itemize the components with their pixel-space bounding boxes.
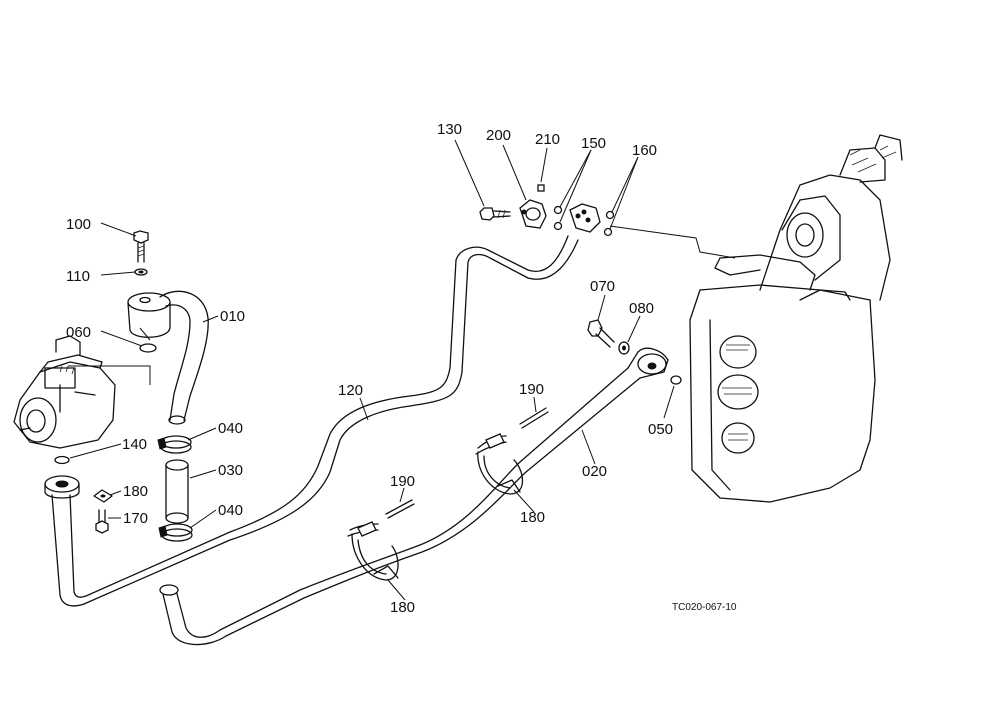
callout-labels: 100 110 060 010 040 030 040 140 180 170 … [66, 121, 737, 616]
plug-210 [537, 184, 545, 192]
bolt-070 [587, 319, 615, 348]
bolt-120 [479, 207, 511, 221]
cotter-pin-190-lower [385, 499, 415, 519]
callout-060: 060 [66, 324, 91, 341]
callout-130: 140 [122, 436, 147, 453]
callout-120: 130 [437, 121, 462, 138]
callout-050: 050 [648, 421, 673, 438]
hose-030 [165, 459, 189, 524]
callout-140: 150 [581, 135, 606, 152]
hose-clamp-040-upper [157, 435, 192, 454]
hydraulic-pump [13, 335, 116, 449]
callout-180-upper: 180 [520, 509, 545, 526]
cotter-pin-190-upper [519, 407, 549, 429]
callout-210: 210 [535, 131, 560, 148]
o-ring-050 [670, 375, 682, 385]
flange-fitting [44, 475, 80, 499]
callout-100: 110 [66, 268, 90, 285]
callout-040-upper: 040 [218, 420, 243, 437]
callout-090: 100 [66, 216, 91, 233]
hose-bracket-upper [475, 433, 524, 495]
callout-110: 120 [338, 382, 363, 399]
o-ring-140 [553, 205, 563, 231]
transmission-housing [689, 134, 903, 503]
bolt-160 [95, 509, 109, 534]
callout-080: 080 [629, 300, 654, 317]
return-pipe-020 [159, 347, 669, 646]
callout-070: 070 [590, 278, 615, 295]
washer-170 [93, 489, 113, 503]
hose-clamp-040-lower [158, 523, 193, 542]
hose-bracket-lower [347, 521, 399, 581]
callout-010: 010 [220, 308, 245, 325]
callout-170: 180 [123, 483, 148, 500]
figure-reference: TC020-067-10 [672, 602, 737, 613]
callout-190-upper: 190 [519, 381, 544, 398]
block-150 [569, 203, 615, 237]
callout-180-lower: 180 [390, 599, 415, 616]
washer-080 [618, 341, 630, 355]
o-ring-060 [139, 343, 157, 353]
callout-160: 170 [123, 510, 148, 527]
callout-150: 160 [632, 142, 657, 159]
callout-020: 020 [582, 463, 607, 480]
block-200 [519, 199, 547, 229]
callout-200: 200 [486, 127, 511, 144]
callout-030: 030 [218, 462, 243, 479]
o-ring-130 [54, 455, 70, 465]
callout-190-lower: 190 [390, 473, 415, 490]
washer-100 [134, 268, 148, 276]
leader-lines [68, 139, 736, 601]
bolt-090 [133, 230, 149, 263]
suction-hose-010 [127, 290, 209, 425]
delivery-pipe-110 [51, 235, 579, 607]
callout-040-lower: 040 [218, 502, 243, 519]
